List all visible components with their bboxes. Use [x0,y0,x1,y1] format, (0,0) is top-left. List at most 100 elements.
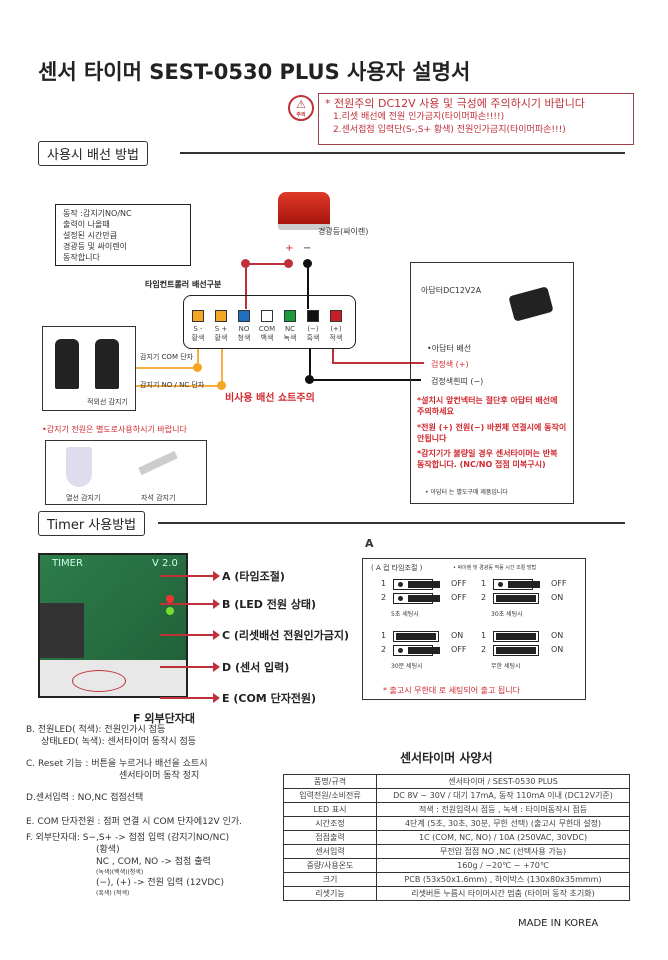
terminal-name: COM [258,325,276,333]
function-notes: B. 전원LED( 적색): 전원인가시 점등 상태LED( 녹색): 센서타이… [26,724,242,898]
warning-headline: * 전원주의 DC12V 사용 및 극성에 주의하시기 바랍니다 [325,97,585,110]
spec-value: 4단계 (5초, 30초, 30분, 무한 선택) (출고시 무한대 설정) [376,816,630,831]
dip-state: OFF [451,579,467,588]
dip-switch [393,579,440,590]
page-title: 센서 타이머 SEST-0530 PLUS 사용자 설명서 [38,60,471,84]
adapter-title: 아답터DC12V2A [421,286,482,295]
spec-value: DC 8V ~ 30V / 대기 17mA, 동작 110mA 이내 (DC12… [376,788,630,803]
nonc-terminal-label: 감지기 NO / NC 단자 [140,381,205,389]
adapter-small-note: • 아답터 는 별도구매 제품입니다 [425,489,508,496]
spec-key: 리셋기능 [283,886,377,901]
terminal-color: 백색 [260,334,274,342]
magnet-sensor-image [138,450,178,476]
operation-note: 동작 :감지기NO/NC 출력이 나올때 설정된 시간만큼 경광등 및 싸이렌이… [55,204,191,266]
terminal-color: 청색 [237,334,251,342]
dip-state: OFF [551,579,567,588]
spec-key: 중량/사용온도 [283,858,377,873]
terminal-swatch [192,310,204,322]
terminal-swatch [307,310,319,322]
sensor-box: 열선 감지기 자석 감지기 [45,440,207,505]
terminal-name: S + [214,325,228,333]
adapter-wiring-label: •아답터 배선 [427,344,472,353]
note-c2: 센서타이머 동작 정지 [119,771,200,781]
dip-switch [493,579,540,590]
dip-caption: 30초 세팅시 [491,611,523,618]
pcb-photo: TIMER V 2.0 [38,553,188,698]
dip-number: 2 [481,593,487,602]
terminal-name: S - [193,325,203,333]
made-in: MADE IN KOREA [518,918,599,929]
callout-label: A (타임조절) [222,570,285,583]
ir-detector-image [55,339,79,389]
caution-icon: ⚠주의 [288,95,314,121]
note-b2: 상태LED( 녹색): 센서타이머 동작시 점등 [41,737,197,747]
dip-number: 2 [381,645,387,654]
callout-arrow [160,571,220,581]
note-f1: F. 외부단자대: S−,S+ -> 접점 입력 (감지기NO/NC) [26,833,230,843]
callout-label: D (센서 입력) [222,661,290,674]
warning-box: * 전원주의 DC12V 사용 및 극성에 주의하시기 바랍니다 1.리셋 배선… [318,93,634,145]
terminal-name: NO [238,325,250,333]
red-led [166,595,174,603]
spec-key: LED 표시 [283,802,377,817]
terminal-name: (+) [330,325,342,333]
note-line: 설정된 시간만큼 [63,231,118,240]
spec-value: 리셋버튼 누름시 타이머시간 멈춤 (타이머 동작 초기화) [376,886,630,901]
dip-caption: 30분 세팅시 [391,663,423,670]
note-line: 동작 :감지기NO/NC [63,209,132,218]
note-d: D.센서입력 : NO,NC 접점선택 [26,793,144,803]
note-b1: B. 전원LED( 적색): 전원인가시 점등 [26,725,166,735]
terminal-title: 타임컨트롤러 배선구분 [145,280,222,289]
section-wiring-title: 사용시 배선 방법 [38,141,148,166]
note-c1: C. Reset 기능 : 버튼을 누르거나 배선을 쇼트시 [26,759,208,769]
note-f4: (녹색)(백색)(청색) [96,869,144,876]
adapter-box: 아답터DC12V2A •아답터 배선 검정색 (+) 검정색흰띠 (−) *설치… [410,262,574,504]
note-f2: (황색) [96,845,120,855]
note-f3: NC , COM, NO -> 접점 출력 [96,857,211,867]
dip-number: 1 [381,631,387,640]
spec-key: 크기 [283,872,377,887]
f-terminal-label: F 외부단자대 [133,712,195,725]
spec-key: 시간조정 [283,816,377,831]
green-led [166,607,174,615]
note-f5: (−), (+) -> 전원 입력 (12VDC) [96,878,225,888]
callout-arrow [160,693,220,703]
terminal-label: (+)적색 [326,325,346,343]
callout-arrow [160,599,220,609]
terminal-color: 황색 [191,334,205,342]
callout-arrow [160,662,220,672]
dip-switch [493,631,539,642]
beacon-label: 경광등(싸이렌) [318,227,369,236]
ir-detector-image [95,339,119,389]
warning-line: 2.센서접점 입력단(S-,S+ 황색) 전원인가금지(타이머파손!!!) [333,125,566,135]
dip-state: OFF [451,593,467,602]
terminal-label: S +황색 [211,325,231,343]
com-terminal-label: 감지기 COM 단자 [140,353,194,361]
section-divider [158,522,625,524]
sensor-power-note: •감지기 전원은 별도로사용하시기 바랍니다 [42,425,187,434]
dip-caption: 무한 세팅시 [491,663,521,670]
warning-line: 1.리셋 배선에 전원 인가금지(타이머파손!!!!) [333,112,505,122]
callout-label: E (COM 단자전원) [222,692,317,705]
spec-key: 입력전원/소비전류 [283,788,377,803]
spec-value: 무전압 접점 NO ,NC (선택사용 가능) [376,844,630,859]
dip-footer: * 출고시 무한대 로 세팅되어 출고 됩니다 [383,686,521,695]
terminal-color: 황색 [214,334,228,342]
dip-number: 1 [381,579,387,588]
terminal-swatch [330,310,342,322]
terminal-label: (−)흑색 [303,325,323,343]
terminal-label: S -황색 [188,325,208,343]
terminal-swatch [261,310,273,322]
callout-label: C (리셋배선 전원인가금지) [222,629,349,642]
callout-arrow [160,630,220,640]
note-f6: (흑색) (적색) [96,890,130,897]
spec-key: 품명/규격 [283,774,377,789]
dip-switch [393,631,439,642]
dip-state: ON [551,645,564,654]
